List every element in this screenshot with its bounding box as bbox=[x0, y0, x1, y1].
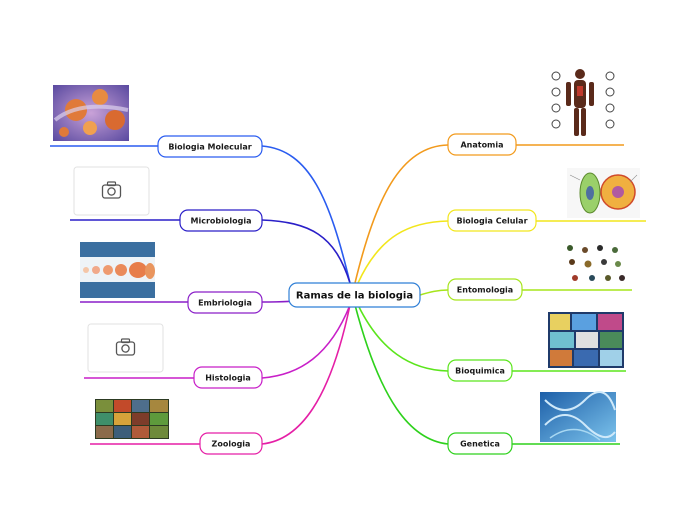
connector-microbiologia bbox=[261, 219, 351, 284]
insects-photo bbox=[560, 240, 630, 286]
node-microbiologia[interactable]: Microbiologia bbox=[179, 209, 263, 232]
node-zoologia[interactable]: Zoologia bbox=[199, 432, 263, 455]
node-genetica[interactable]: Genetica bbox=[447, 432, 513, 455]
camera-icon bbox=[115, 338, 136, 356]
root-title: Ramas de la biologia bbox=[296, 291, 413, 302]
connector-biologia-celular bbox=[357, 220, 449, 284]
connector-histologia bbox=[261, 304, 351, 379]
node-biologia-celular[interactable]: Biologia Celular bbox=[447, 209, 537, 232]
node-bioquimica[interactable]: Bioquimica bbox=[447, 359, 513, 382]
node-label: Embriologia bbox=[198, 299, 252, 308]
anatomy-illustration bbox=[545, 66, 630, 140]
node-biologia-molecular[interactable]: Biologia Molecular bbox=[157, 135, 263, 158]
node-label: Biologia Molecular bbox=[168, 143, 251, 152]
node-label: Zoologia bbox=[212, 440, 251, 449]
camera-placeholder bbox=[73, 166, 150, 216]
virus-photo bbox=[53, 85, 129, 141]
camera-placeholder bbox=[87, 323, 164, 373]
node-label: Entomologia bbox=[457, 286, 513, 295]
node-label: Anatomia bbox=[460, 141, 503, 150]
node-anatomia[interactable]: Anatomia bbox=[447, 133, 517, 156]
cell-diagram bbox=[567, 168, 640, 218]
embryo-photo bbox=[80, 242, 155, 298]
node-entomologia[interactable]: Entomologia bbox=[447, 278, 523, 301]
root-node[interactable]: Ramas de la biologia bbox=[288, 282, 421, 308]
biochem-collage bbox=[548, 312, 624, 368]
node-label: Bioquimica bbox=[455, 367, 505, 376]
node-histologia[interactable]: Histologia bbox=[193, 366, 263, 389]
node-label: Genetica bbox=[460, 440, 500, 449]
image-underlines bbox=[50, 144, 646, 445]
connector-bioquimica bbox=[357, 304, 449, 372]
camera-icon bbox=[101, 181, 122, 199]
connector-entomologia bbox=[419, 289, 449, 296]
connector-biologia-molecular bbox=[261, 145, 351, 284]
animals-photo bbox=[95, 399, 169, 439]
node-label: Biologia Celular bbox=[456, 217, 527, 226]
node-label: Microbiologia bbox=[191, 217, 252, 226]
node-label: Histologia bbox=[205, 374, 251, 383]
node-embriologia[interactable]: Embriologia bbox=[187, 291, 263, 314]
connector-anatomia bbox=[354, 144, 449, 284]
dna-photo bbox=[540, 391, 616, 442]
connector-zoologia bbox=[261, 304, 351, 445]
connector-genetica bbox=[354, 304, 449, 445]
